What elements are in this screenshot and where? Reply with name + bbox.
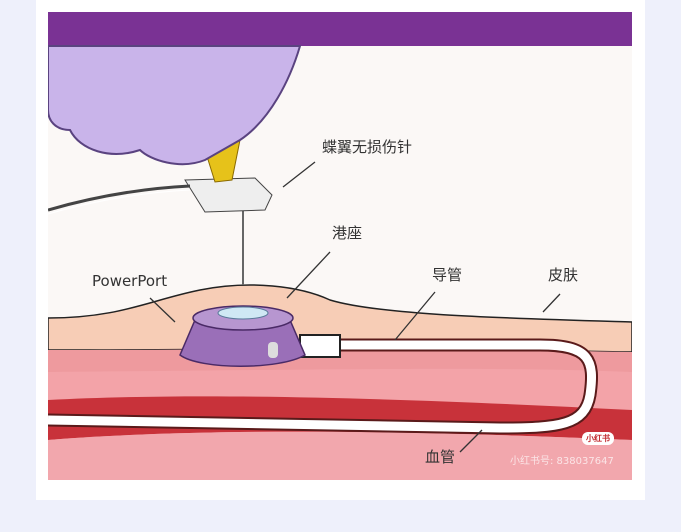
label-powerport: PowerPort	[92, 272, 168, 290]
butterfly-needle	[184, 177, 273, 213]
label-skin: 皮肤	[548, 266, 579, 284]
label-catheter: 导管	[432, 266, 463, 284]
label-port-seat: 港座	[332, 224, 363, 242]
label-blood-vessel: 血管	[425, 448, 456, 466]
watermark-account: 小红书号: 838037647	[510, 456, 614, 467]
gloved-hand	[48, 45, 302, 166]
label-butterfly-needle: 蝶翼无损伤针	[322, 138, 413, 156]
header-bar	[48, 12, 632, 46]
port-body	[179, 305, 306, 367]
watermark-logo: 小红书	[582, 432, 614, 445]
